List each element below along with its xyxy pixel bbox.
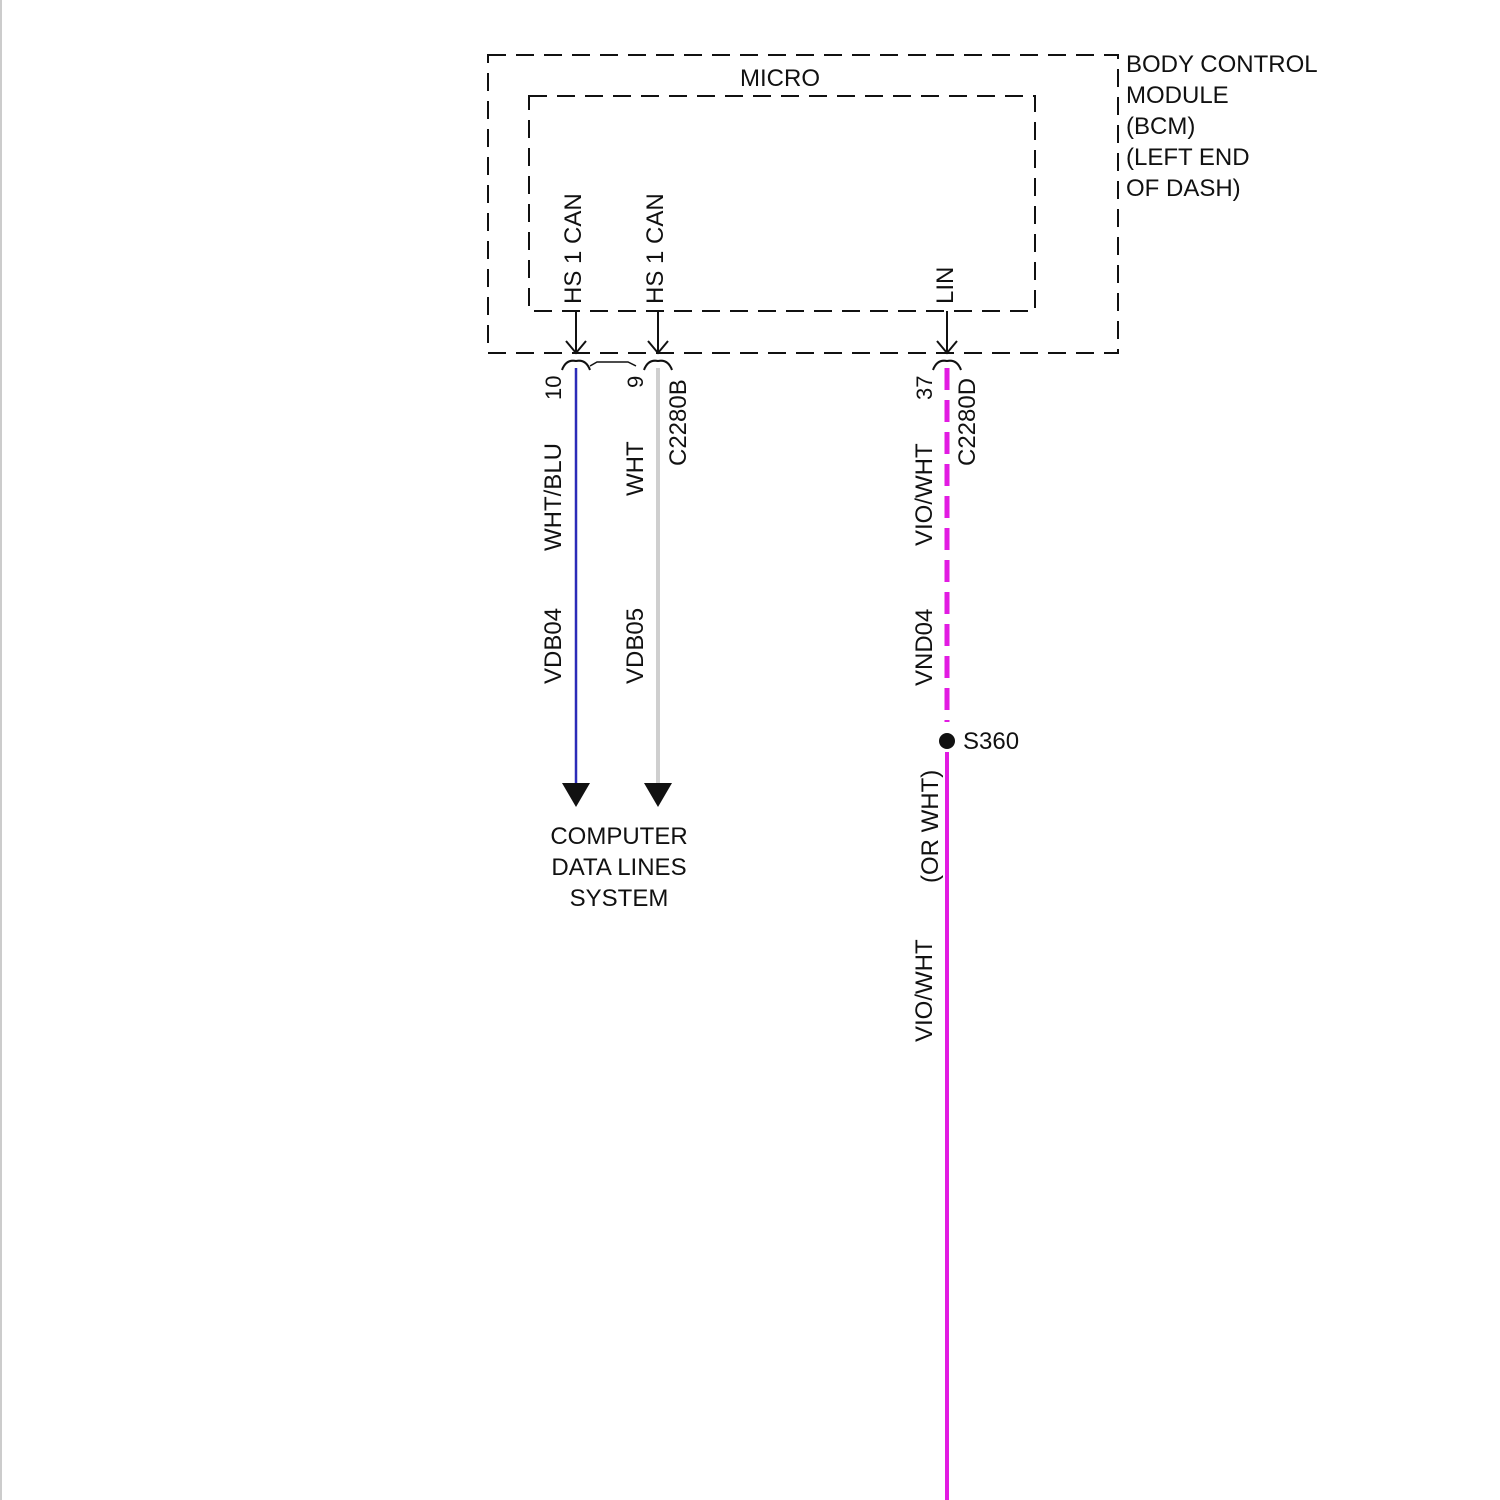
wire-color-vio-wht-lower: VIO/WHT [911,939,938,1042]
circuit-vdb05: VDB05 [622,608,649,684]
connector-c2280b-bracket [590,362,636,366]
wire-alt-color: (OR WHT) [917,770,944,883]
bcm-module-name: BODY CONTROL MODULE (BCM) (LEFT END OF D… [1126,51,1318,202]
splice-label: S360 [963,728,1019,755]
pin-terminal-9 [644,311,672,370]
destination-line: DATA LINES [551,854,686,881]
arrow-down-icon [562,783,590,807]
connector-c2280b: C2280B [665,379,692,466]
wire-color-wht: WHT [622,441,649,496]
destination-line: COMPUTER [550,823,687,850]
module-name-line: OF DASH) [1126,175,1241,202]
arrow-down-icon [644,783,672,807]
module-name-line: MODULE [1126,82,1229,109]
splice-dot-icon [939,733,955,749]
circuit-vdb04: VDB04 [540,608,567,684]
destination-line: SYSTEM [570,885,669,912]
micro-label: MICRO [740,65,820,92]
micro-outline [529,96,1035,311]
pin-terminal-37 [933,311,961,370]
connector-c2280d: C2280D [954,378,981,466]
pin-number-37: 37 [912,376,937,400]
pin-label-hs1can-b: HS 1 CAN [642,193,669,304]
wire-color-wht-blu: WHT/BLU [540,443,567,551]
pin-terminal-10 [562,311,590,370]
wire-color-vio-wht: VIO/WHT [911,443,938,546]
pin-label-lin: LIN [932,267,959,304]
pin-number-9: 9 [623,376,648,388]
pin-number-10: 10 [541,376,566,400]
module-name-line: BODY CONTROL [1126,51,1318,78]
circuit-vnd04: VND04 [911,609,938,686]
module-name-line: (BCM) [1126,113,1195,140]
pin-label-hs1can-a: HS 1 CAN [560,193,587,304]
module-name-line: (LEFT END [1126,144,1250,171]
destination-label: COMPUTER DATA LINES SYSTEM [550,823,687,912]
